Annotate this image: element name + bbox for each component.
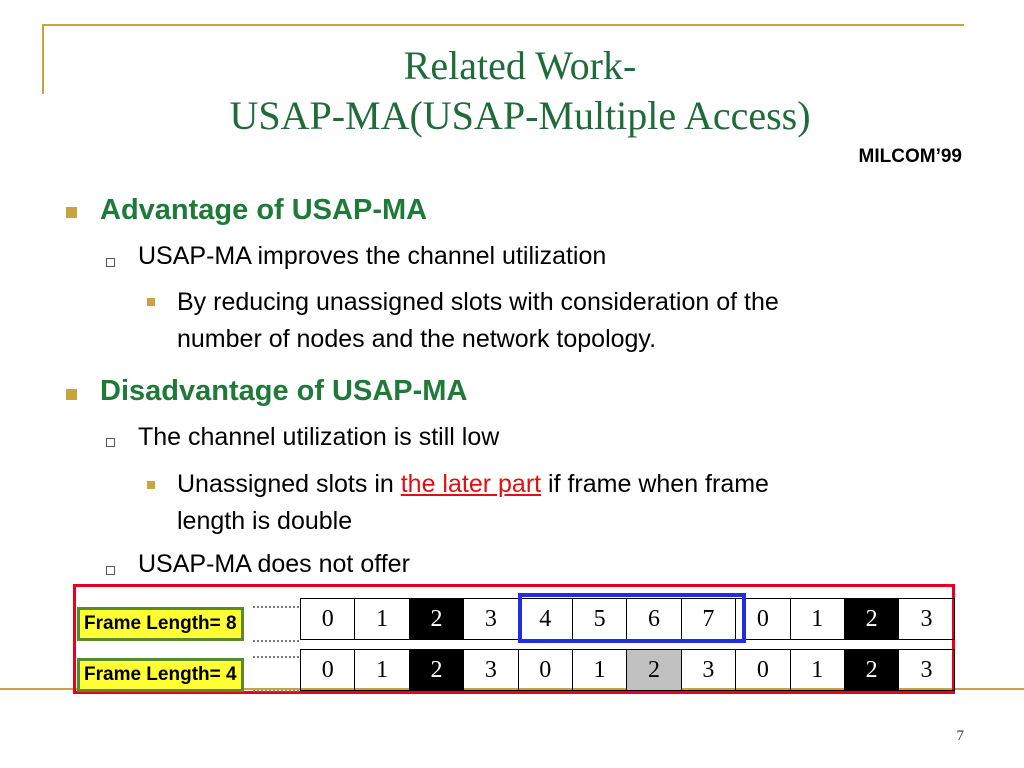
detail-pre: Unassigned slots in: [177, 470, 401, 498]
slot-cell: 4: [519, 599, 573, 639]
bullet-hollow-square-icon: [106, 566, 115, 575]
slot-cell: 2: [844, 599, 900, 639]
slot-cell: 2: [844, 650, 900, 690]
row2-leader-top: [253, 656, 299, 658]
bullet-small-square-icon: [147, 481, 155, 489]
slot-cell: 0: [736, 599, 791, 639]
slot-cell: 3: [920, 606, 933, 632]
advantage-heading: Advantage of USAP-MA: [100, 194, 428, 226]
slot-cell: 2: [627, 650, 682, 690]
left-rule: [42, 24, 44, 94]
advantage-sub: USAP-MA improves the channel utilization: [138, 242, 607, 270]
bullet-hollow-square-icon: [106, 258, 115, 267]
top-rule: [42, 24, 964, 26]
disadvantage-heading: Disadvantage of USAP-MA: [100, 375, 468, 407]
disadvantage-detail-line1: Unassigned slots in the later part if fr…: [177, 465, 769, 503]
slide-title-line1: Related Work-: [403, 43, 637, 88]
slot-cell: 7: [682, 599, 737, 639]
slot-cell: 0: [301, 599, 356, 639]
detail-post: if frame when frame: [541, 470, 769, 498]
frame-boundary-box: [518, 593, 746, 643]
source-reference: MILCOM’99: [858, 146, 962, 167]
slot-cell: 3: [920, 657, 933, 683]
slot-cell: 0: [301, 650, 356, 690]
row1-leader-bottom: [253, 640, 299, 642]
later-part-highlight: the later part: [400, 470, 542, 498]
frame-length-4-label: Frame Length= 4: [77, 658, 244, 692]
slot-cell: 3: [464, 599, 519, 639]
slot-cell: 1: [355, 650, 410, 690]
row1-leader-top: [253, 606, 299, 608]
slot-cell: 0: [519, 650, 573, 690]
slot-cell: 0: [736, 650, 791, 690]
slot-cell: 1: [573, 650, 628, 690]
advantage-detail-line2: number of nodes and the network topology…: [177, 325, 657, 353]
slot-cell: 1: [791, 599, 845, 639]
bullet-square-icon: [66, 389, 77, 400]
slot-cell: 5: [573, 599, 628, 639]
slot-cell: 1: [355, 599, 410, 639]
slot-cell: 2: [409, 599, 465, 639]
advantage-detail-line1: By reducing unassigned slots with consid…: [177, 288, 779, 316]
slot-cell: 2: [409, 650, 465, 690]
disadvantage-sub: The channel utilization is still low: [138, 423, 500, 451]
row2-leader-bottom: [253, 690, 299, 692]
slide-title-line2: USAP-MA(USAP-Multiple Access): [229, 93, 811, 138]
disadvantage-sub2: USAP-MA does not offer: [138, 550, 410, 578]
slot-cell: 1: [791, 650, 845, 690]
bullet-square-icon: [66, 207, 77, 218]
bullet-small-square-icon: [147, 298, 155, 306]
bullet-hollow-square-icon: [106, 438, 115, 447]
slot-cell: 3: [682, 650, 737, 690]
bottom-rule: [0, 688, 1024, 690]
slot-cell: 6: [627, 599, 682, 639]
disadvantage-detail-line2: length is double: [177, 507, 353, 535]
frame-length-8-label: Frame Length= 8: [77, 607, 244, 641]
page-number: 7: [956, 728, 965, 744]
slot-cell: 3: [464, 650, 519, 690]
